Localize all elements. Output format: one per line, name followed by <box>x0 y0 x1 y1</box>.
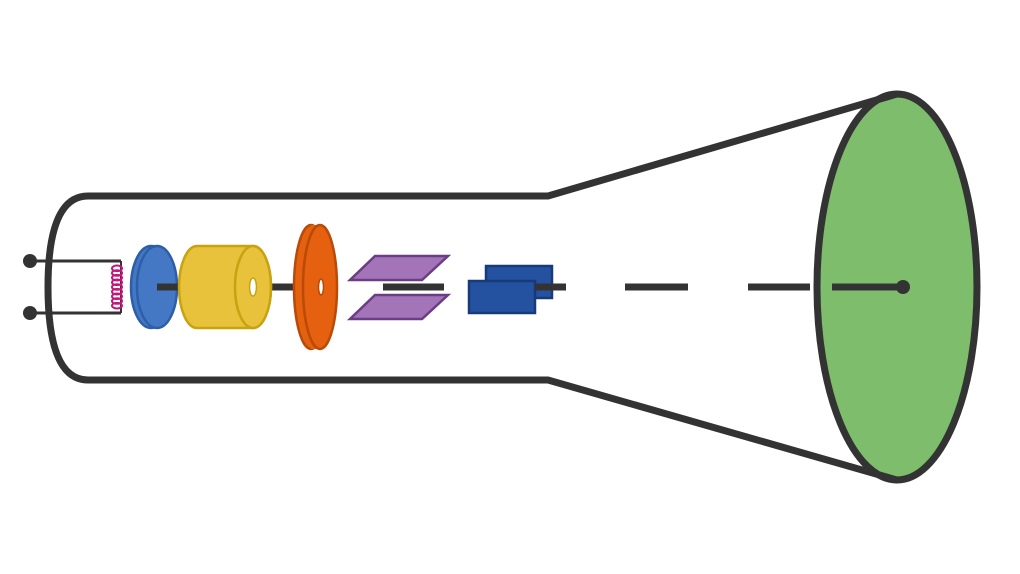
glass-envelope-outline <box>44 90 901 484</box>
terminal-dot-icon <box>23 306 37 320</box>
rectangle-plate-icon <box>467 279 537 315</box>
lead-terminals <box>23 254 122 320</box>
parallelogram-plate-icon <box>346 293 452 321</box>
grid-aperture <box>248 277 258 297</box>
coil-icon <box>111 301 123 310</box>
terminal-dot-icon <box>23 254 37 268</box>
vertical-deflection-plates <box>346 254 452 321</box>
parallelogram-plate-icon <box>346 254 452 282</box>
heater-filament <box>111 264 123 310</box>
control-grid-cylinder <box>177 244 273 330</box>
anode-aperture <box>317 278 325 296</box>
horizontal-deflection-plates <box>467 264 554 315</box>
beam-impact-spot <box>896 280 910 294</box>
anode-disc <box>292 223 339 351</box>
